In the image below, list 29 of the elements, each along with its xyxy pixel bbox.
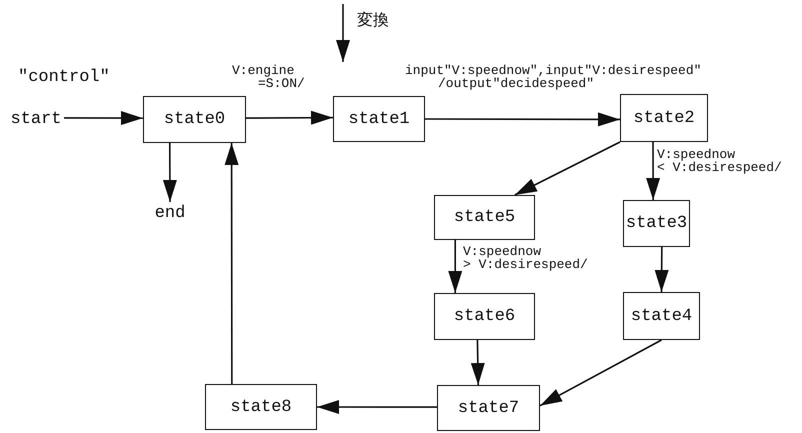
edge-label: input"V:speednow",input"V:desirespeed" /output"decidespeed" (405, 64, 702, 90)
arrow (162, 143, 177, 202)
state-box: state4 (623, 292, 700, 340)
state-box: state5 (434, 195, 535, 240)
title-label: "control" (18, 68, 110, 87)
arrow (470, 340, 485, 386)
arrow (540, 339, 662, 406)
edge-label: V:speednow > V:desirespeed/ (463, 245, 588, 271)
arrow (654, 247, 669, 292)
annotation-label: 変換 (357, 10, 389, 31)
arrow (646, 142, 660, 200)
arrow (317, 400, 437, 414)
arrow (246, 110, 333, 125)
arrow (224, 143, 239, 384)
edge-label: V:engine =S:ON/ (232, 64, 305, 90)
state-box: state1 (333, 96, 425, 142)
arrow (64, 111, 143, 126)
arrow (514, 141, 620, 196)
terminal-text: start (8, 108, 64, 130)
state-box: state6 (434, 293, 535, 340)
terminal-text: end (152, 202, 188, 224)
arrow (448, 240, 462, 293)
state-box: state2 (620, 94, 708, 142)
state-box: state7 (437, 385, 540, 431)
edge-label: V:speednow < V:desirespeed/ (657, 148, 782, 174)
state-box: state3 (623, 200, 690, 247)
state-box: state8 (205, 384, 317, 430)
arrow (425, 112, 620, 126)
state-box: state0 (143, 96, 246, 143)
